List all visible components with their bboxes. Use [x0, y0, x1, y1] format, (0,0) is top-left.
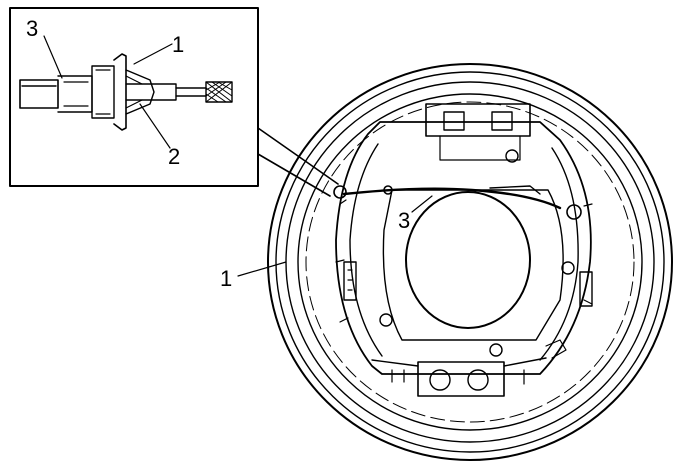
- inset-label-1: 1: [172, 32, 184, 57]
- main-label-3: 3: [398, 208, 410, 233]
- lower-anchor: [371, 339, 567, 397]
- parking-brake-cable: [333, 185, 582, 220]
- inset-retainer-clip: [113, 53, 177, 131]
- hub-opening: [379, 149, 575, 357]
- main-leader-3: [411, 195, 433, 213]
- inset-leader-3: [43, 35, 63, 79]
- inset-label-2: 2: [168, 144, 180, 169]
- inset-frame: [9, 7, 259, 187]
- inset-pointer: [257, 127, 339, 197]
- inset-leader-1: [133, 43, 173, 65]
- inset-cable: [175, 81, 233, 103]
- main-label-1: 1: [220, 266, 232, 291]
- inset-detail: 3 1 2: [9, 7, 259, 187]
- inset-connector: [19, 65, 115, 119]
- main-leader-1: [237, 261, 287, 277]
- inset-leader-2: [139, 103, 171, 149]
- backing-plate: [267, 63, 673, 461]
- inset-label-3: 3: [26, 16, 38, 41]
- brake-shoes: [335, 121, 593, 375]
- wheel-cylinder: [425, 103, 531, 161]
- brake-assembly: 1 3: [220, 63, 673, 461]
- hold-down-springs: [343, 261, 593, 307]
